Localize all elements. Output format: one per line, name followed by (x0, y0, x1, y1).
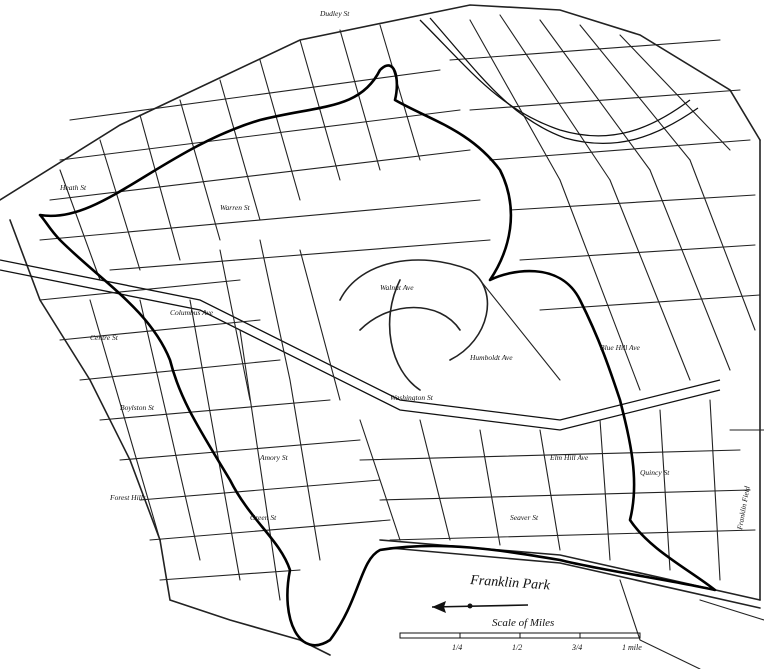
street-labels: Dudley St Warren St Blue Hill Ave Columb… (59, 9, 670, 522)
street-label: Forest Hills (109, 493, 146, 502)
north-arrow (431, 601, 529, 613)
street-label: Seaver St (510, 513, 539, 522)
street-label: Walnut Ave (380, 283, 414, 292)
street-label: Heath St (59, 183, 87, 192)
street-label: Green St (250, 513, 277, 522)
street-label: Humboldt Ave (469, 353, 513, 362)
street-label: Centre St (90, 333, 119, 342)
scale-tick-label: 3/4 (571, 643, 582, 652)
street-label: Elm Hill Ave (549, 453, 589, 462)
street-label: Boylston St (120, 403, 155, 412)
street-label: Dudley St (319, 9, 350, 18)
franklin-park-label: Franklin Park (469, 573, 551, 594)
scale-tick-label: 1/4 (452, 643, 462, 652)
franklin-field-label: Franklin Field (735, 485, 752, 531)
scale-tick-label: 1 mile (622, 643, 642, 652)
street-label: Quincy St (640, 468, 670, 477)
street-label: Washington St (390, 393, 434, 402)
street-label: Columbus Ave (170, 308, 214, 317)
street-label: Amory St (259, 453, 289, 462)
street-grid (0, 4, 764, 669)
scale-bar: Scale of Miles 1/4 1/2 3/4 1 mile (399, 617, 642, 652)
scale-tick-label: 1/2 (512, 643, 522, 652)
street-label: Warren St (220, 203, 251, 212)
district-boundary (38, 64, 717, 647)
scale-title: Scale of Miles (492, 617, 554, 629)
street-label: Blue Hill Ave (600, 343, 641, 352)
